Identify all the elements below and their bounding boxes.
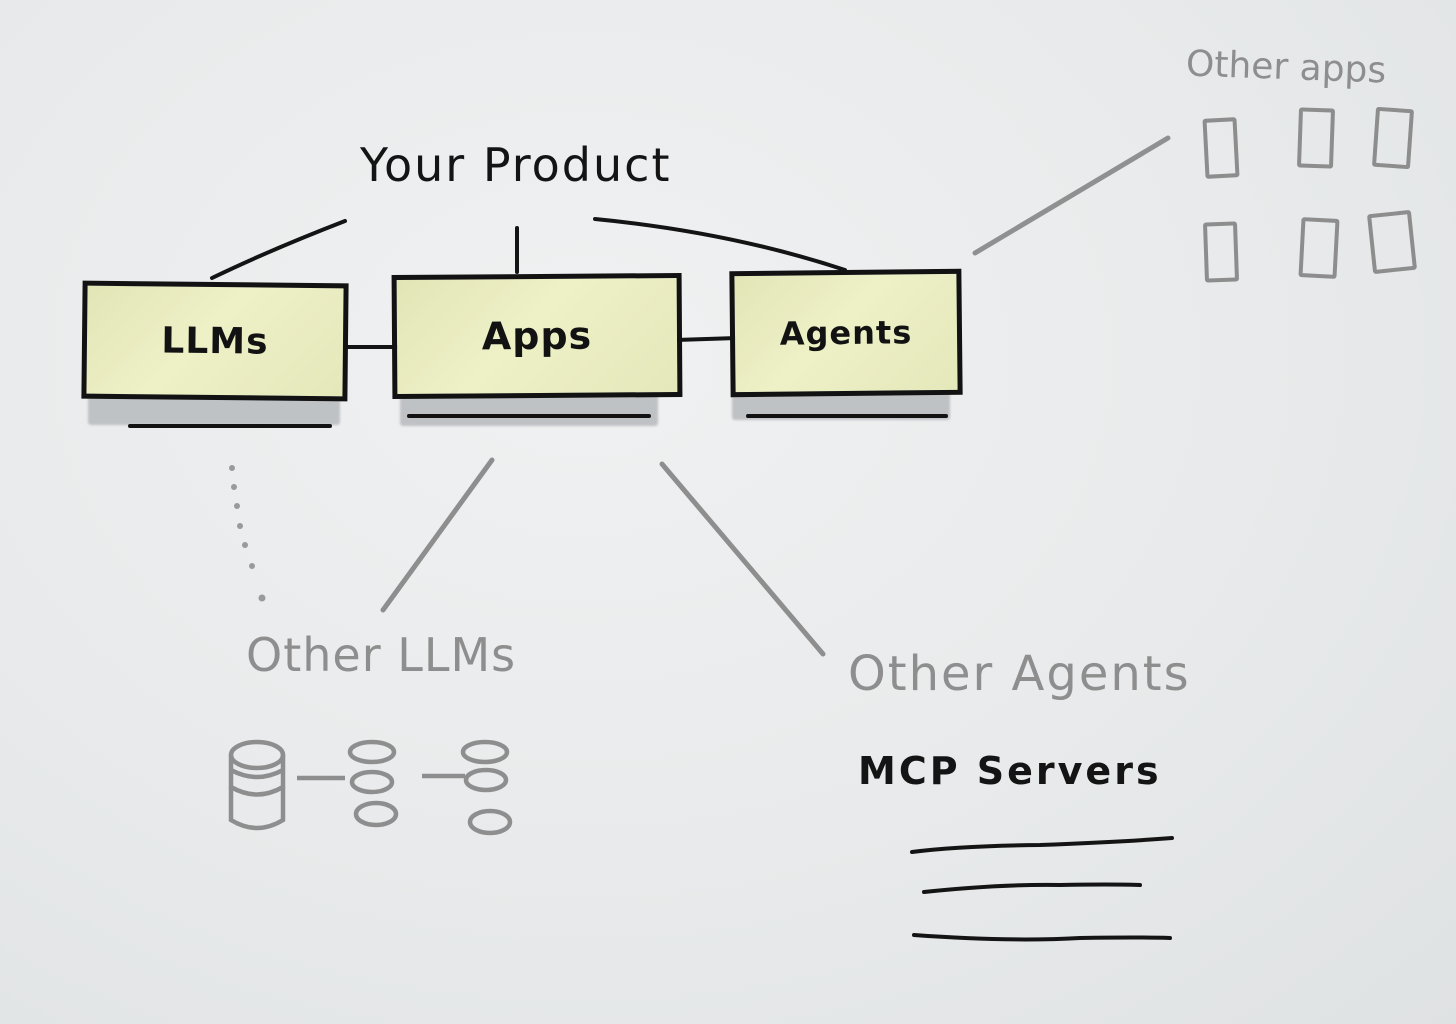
- dotted-connector-llms: [229, 465, 266, 602]
- diagram-title: Your Product: [360, 138, 672, 192]
- mcp-servers-label: MCP Servers: [858, 749, 1162, 793]
- agents-underline: [746, 414, 948, 418]
- connector-apps-agents: [674, 336, 739, 342]
- mcp-server-line-2: [922, 882, 1142, 894]
- connector-apps-other-agents: [659, 461, 826, 657]
- apps-underline: [407, 414, 651, 418]
- apps-label: Apps: [481, 313, 593, 359]
- node-chain-icon: [297, 739, 513, 836]
- connector-apps-other-llms: [380, 457, 495, 613]
- app-tile-icon: [1202, 117, 1240, 179]
- mcp-server-line-3: [912, 933, 1172, 942]
- app-tile-icon: [1366, 209, 1418, 275]
- app-tile-icon: [1298, 217, 1340, 279]
- mcp-server-line-1: [910, 836, 1174, 854]
- agents-box: Agents: [729, 268, 963, 398]
- app-tile-icon: [1202, 221, 1240, 283]
- database-icon: [228, 739, 286, 831]
- agents-label: Agents: [779, 313, 913, 353]
- other-apps-label: Other apps: [1185, 43, 1387, 92]
- connector-agents-other-apps: [972, 135, 1171, 256]
- llms-label: LLMs: [161, 319, 269, 363]
- apps-box: Apps: [391, 272, 683, 400]
- app-tile-icon: [1371, 106, 1415, 170]
- llms-underline: [128, 424, 332, 428]
- llms-box: LLMs: [81, 280, 349, 402]
- other-llms-label: Other LLMs: [246, 628, 517, 682]
- connector-title-llms: [210, 219, 347, 280]
- connector-title-agents: [593, 217, 847, 272]
- other-agents-label: Other Agents: [848, 646, 1191, 702]
- app-tile-icon: [1296, 107, 1336, 169]
